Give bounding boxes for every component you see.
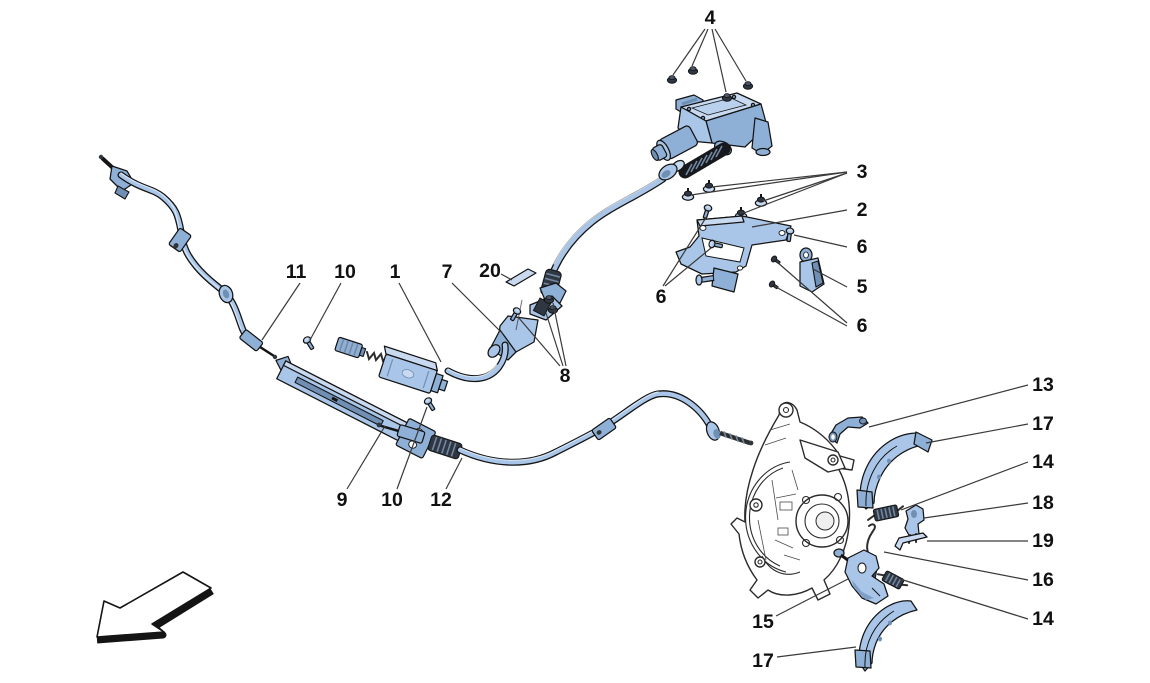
leader-line-6 xyxy=(664,247,712,287)
leader-line-13 xyxy=(868,384,1029,428)
cable-guide-bracket xyxy=(799,247,825,293)
callout-number-6: 6 xyxy=(857,315,868,337)
leader-line-4 xyxy=(672,28,706,76)
leader-line-6 xyxy=(662,215,708,287)
actuator-support-bracket xyxy=(675,215,792,293)
callout-number-16: 16 xyxy=(1032,569,1054,591)
leader-line-7 xyxy=(451,282,504,335)
leader-line-18 xyxy=(923,502,1029,519)
callout-number-10: 10 xyxy=(381,489,403,511)
callout-number-9: 9 xyxy=(337,489,348,511)
rear-brake-cable xyxy=(376,390,754,466)
callout-number-15: 15 xyxy=(752,611,774,633)
adjuster-strut-19 xyxy=(894,532,928,551)
callout-number-14: 14 xyxy=(1032,451,1054,473)
leader-line-3 xyxy=(743,172,848,214)
callout-number-17: 17 xyxy=(1032,413,1054,435)
bolt-10b xyxy=(422,395,438,413)
leader-line-14 xyxy=(900,461,1029,511)
callout-number-1: 1 xyxy=(390,261,401,283)
shim-plate-20 xyxy=(505,268,537,287)
leader-line-11 xyxy=(261,282,301,341)
return-spring-upper-14 xyxy=(867,504,904,522)
leader-line-12 xyxy=(445,457,463,490)
wheel-hub-upright xyxy=(730,401,855,601)
leader-line-16 xyxy=(883,551,1029,581)
leader-line-2 xyxy=(751,209,848,228)
callout-number-11: 11 xyxy=(286,261,307,283)
leader-line-4 xyxy=(711,28,727,93)
actuating-lever-15 xyxy=(833,548,889,605)
brake-shoe-upper-17 xyxy=(856,431,933,510)
leader-line-8 xyxy=(517,316,561,367)
return-spring-lower-14 xyxy=(876,570,909,590)
callout-number-7: 7 xyxy=(442,261,453,283)
leader-line-4 xyxy=(691,28,709,67)
leader-line-17 xyxy=(776,646,857,658)
leader-line-5 xyxy=(812,268,848,288)
callout-number-12: 12 xyxy=(430,489,452,511)
actuator-output-cable xyxy=(540,175,667,298)
callout-number-18: 18 xyxy=(1032,492,1054,514)
bolt-10a xyxy=(301,334,317,352)
shoe-lever-13 xyxy=(828,416,869,444)
leader-line-15 xyxy=(775,578,849,617)
cable-clamp-12 xyxy=(591,417,617,441)
callout-number-4: 4 xyxy=(705,7,716,29)
callout-number-6: 6 xyxy=(857,236,868,258)
callout-number-17: 17 xyxy=(752,650,774,672)
callout-number-20: 20 xyxy=(479,260,501,282)
callout-number-14: 14 xyxy=(1032,608,1054,630)
callout-number-2: 2 xyxy=(857,199,868,221)
callout-number-6: 6 xyxy=(656,286,667,308)
brake-shoe-lower-17 xyxy=(854,600,918,672)
callout-number-3: 3 xyxy=(857,161,868,183)
callout-number-5: 5 xyxy=(857,276,868,298)
cable-clamp xyxy=(168,227,192,253)
leader-line-3 xyxy=(711,171,848,188)
leader-line-3 xyxy=(762,172,848,202)
leader-line-20 xyxy=(500,273,513,281)
leader-line-10 xyxy=(309,282,342,341)
leader-line-8 xyxy=(552,302,567,367)
leader-line-14 xyxy=(899,578,1029,620)
handbrake-cable-front-section xyxy=(98,154,278,360)
leader-line-10 xyxy=(396,406,428,490)
parking-brake-actuator xyxy=(650,92,773,181)
leader-line-6 xyxy=(793,234,848,248)
screw-6e xyxy=(767,279,781,292)
leader-line-8 xyxy=(545,312,564,367)
actuator-motor xyxy=(650,125,698,161)
direction-arrow xyxy=(96,571,214,644)
callout-number-8: 8 xyxy=(560,365,571,387)
handbrake-switch-assembly xyxy=(334,336,509,394)
callout-number-10: 10 xyxy=(334,261,356,283)
leader-line-17 xyxy=(925,423,1029,444)
leader-line-3 xyxy=(690,171,848,196)
leader-line-4 xyxy=(714,28,747,82)
slide-rail xyxy=(275,355,436,459)
leader-line-6 xyxy=(775,286,848,327)
nut-8c xyxy=(547,305,559,314)
leader-line-9 xyxy=(346,425,386,490)
callout-number-19: 19 xyxy=(1032,530,1054,552)
nut-8b xyxy=(543,295,555,304)
leader-line-1 xyxy=(398,282,442,363)
callout-number-13: 13 xyxy=(1032,374,1054,396)
leader-line-6 xyxy=(776,261,848,324)
